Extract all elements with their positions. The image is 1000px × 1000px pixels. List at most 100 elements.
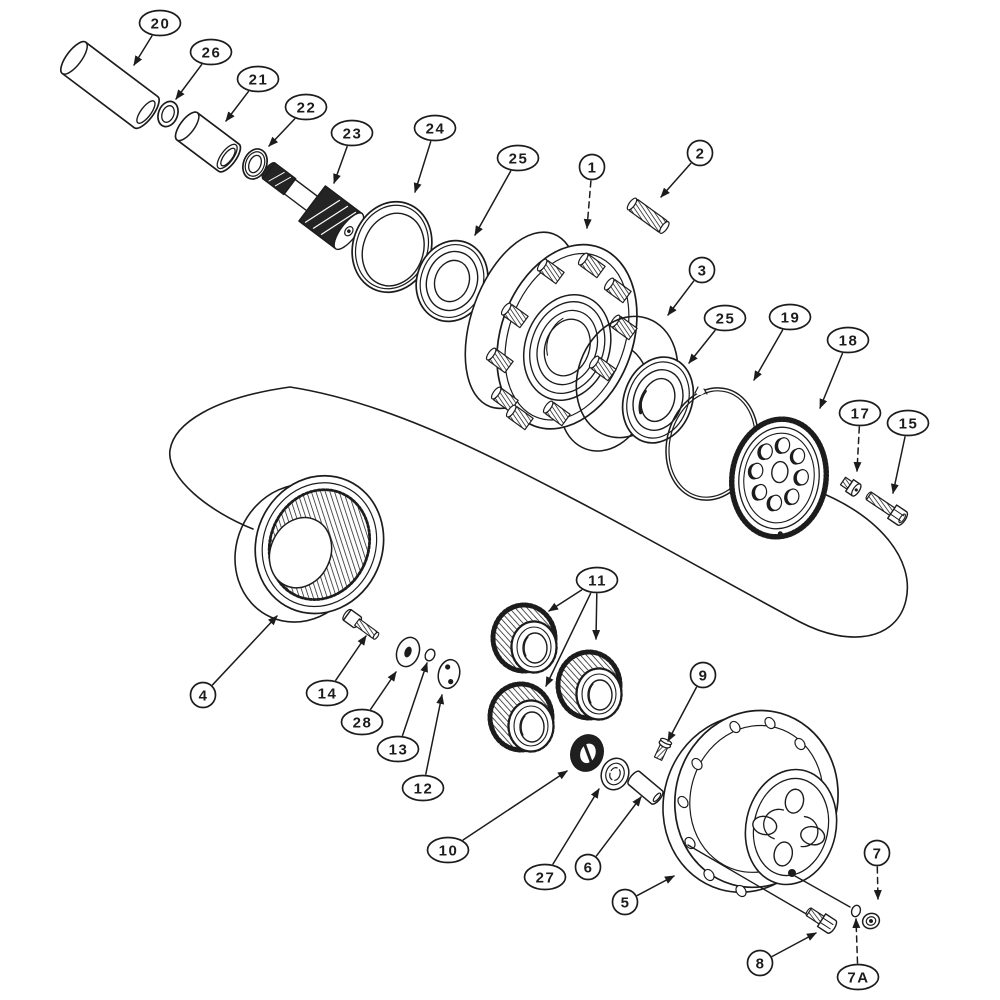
callout-balloon (578, 153, 606, 181)
callout-balloon (863, 839, 891, 867)
callout-number: 7A (847, 970, 869, 987)
callout-number: 23 (343, 126, 363, 143)
gear-lightening-holes (747, 437, 809, 512)
leader-line-20 (133, 35, 153, 66)
leader-line-6 (595, 796, 642, 857)
callout-7a: 7A (836, 918, 880, 991)
part-15-bolt (865, 491, 909, 526)
callout-balloon (138, 9, 182, 37)
callout-balloon (523, 863, 567, 891)
callout-7: 7 (863, 839, 891, 900)
callout-number: 13 (389, 742, 409, 759)
callout-balloon (376, 735, 420, 763)
callout-balloon (426, 836, 470, 864)
callout-number: 7 (873, 846, 883, 863)
callout-balloon (496, 144, 540, 172)
callout-24: 24 (413, 114, 457, 193)
callout-balloon (330, 119, 374, 147)
assembly-flow-curve (169, 386, 909, 638)
callout-12: 12 (401, 694, 445, 802)
callout-number: 15 (899, 416, 919, 433)
callout-number: 2 (696, 146, 706, 163)
callout-15: 15 (886, 409, 930, 494)
part-9-bolt (653, 737, 673, 761)
callout-number: 10 (439, 843, 459, 860)
carrier-bolt-leader (687, 844, 809, 916)
part-6-pin (627, 770, 664, 805)
callout-11: 11 (545, 566, 619, 687)
part-21-sleeve (174, 111, 242, 173)
callout-number: 22 (297, 100, 317, 117)
callout-number: 6 (584, 860, 594, 877)
callout-10: 10 (426, 770, 568, 864)
callout-number: 18 (839, 333, 859, 350)
callout-number: 25 (509, 151, 529, 168)
callout-balloon (611, 888, 639, 916)
callout-3: 3 (667, 256, 716, 316)
leader-line-4 (211, 615, 278, 686)
leader-line-7a (852, 918, 861, 964)
callout-9: 9 (667, 661, 717, 742)
leader-line-11 (545, 592, 592, 687)
callout-number: 12 (414, 781, 434, 798)
leader-line-11 (548, 589, 583, 612)
part-2-stud (626, 197, 670, 235)
callout-18: 18 (819, 326, 870, 409)
callout-number: 1 (588, 160, 598, 177)
leader-line-1 (583, 180, 592, 229)
callout-21: 21 (225, 65, 280, 122)
part-22-seal (242, 148, 268, 180)
callout-number: 20 (151, 16, 171, 33)
callout-number: 9 (699, 668, 709, 685)
part-17-plug (839, 476, 862, 497)
callout-28: 28 (340, 671, 397, 736)
callout-balloon (688, 256, 716, 284)
part-8-bolt (805, 907, 838, 934)
part-28-washer (395, 636, 421, 668)
callout-balloon (686, 139, 714, 167)
callout-number: 5 (621, 895, 631, 912)
callout-27: 27 (523, 788, 600, 891)
callout-balloon (401, 774, 445, 802)
callout-balloon (340, 708, 384, 736)
part-27-seal (600, 757, 630, 791)
callout-8: 8 (746, 932, 817, 977)
part-26-ring (157, 100, 179, 128)
callout-balloon (746, 949, 774, 977)
callout-number: 25 (716, 311, 736, 328)
carrier-rim-holes (677, 716, 806, 898)
callout-22: 22 (268, 93, 328, 147)
leader-line-25 (474, 170, 512, 236)
part-7-nut (861, 912, 881, 930)
callout-balloon (575, 566, 619, 594)
callout-balloon (189, 681, 217, 709)
part-11-planet-gear (558, 652, 621, 719)
carrier-washer-leader (794, 875, 851, 908)
leader-line-9 (667, 686, 698, 742)
leader-line-17 (853, 426, 862, 472)
callout-number: 8 (756, 956, 766, 973)
leader-line-15 (890, 436, 906, 494)
callout-13: 13 (376, 662, 428, 763)
leader-line-3 (667, 280, 695, 316)
leader-line-8 (771, 932, 817, 958)
callout-number: 3 (698, 263, 708, 280)
callout-4: 4 (189, 615, 278, 709)
callout-balloon (413, 114, 457, 142)
callout-25: 25 (688, 304, 747, 364)
part-4-ring-gear (234, 474, 385, 623)
part-1-hub (464, 231, 650, 452)
callout-balloon (703, 304, 747, 332)
part-11-planet-gear (490, 684, 553, 751)
callout-balloon (768, 303, 812, 331)
part-5-planet-carrier (662, 709, 851, 916)
callout-balloon (838, 399, 882, 427)
callout-5: 5 (611, 875, 675, 916)
callout-19: 19 (753, 303, 812, 381)
leader-line-10 (462, 770, 568, 841)
leader-line-24 (413, 140, 432, 193)
leader-line-13 (401, 662, 428, 737)
callout-14: 14 (305, 635, 367, 707)
leader-line-26 (175, 63, 203, 100)
